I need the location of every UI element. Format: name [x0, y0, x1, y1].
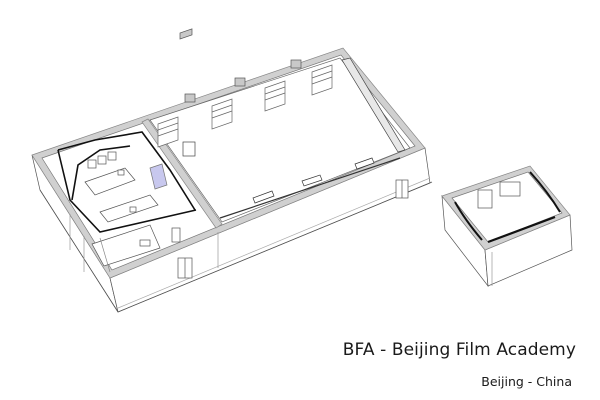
control-desk — [84, 151, 159, 223]
curtain-left — [454, 201, 483, 241]
caption-title: BFA - Beijing Film Academy — [342, 340, 576, 360]
buttress — [290, 59, 302, 69]
control-room — [57, 131, 197, 233]
diffuser-wall — [341, 57, 406, 153]
caption-subtitle: Beijing - China — [481, 374, 572, 389]
studio-chair — [182, 141, 196, 157]
studio-benches — [219, 157, 401, 219]
side-office-desk — [139, 239, 151, 247]
detached-window — [499, 181, 521, 197]
control-glass — [149, 163, 168, 190]
detached-room — [441, 165, 573, 288]
acoustic-panels — [157, 64, 333, 148]
curtain-front — [487, 215, 556, 244]
buttress — [184, 93, 196, 103]
partition-wall — [141, 118, 223, 229]
detached-floor — [451, 171, 563, 243]
curtain-right — [529, 171, 561, 213]
side-office — [91, 224, 161, 267]
buttress — [234, 77, 246, 87]
main-building — [31, 28, 433, 313]
studio-floor — [149, 57, 411, 223]
entry-door — [171, 227, 181, 243]
detached-door — [477, 189, 493, 209]
